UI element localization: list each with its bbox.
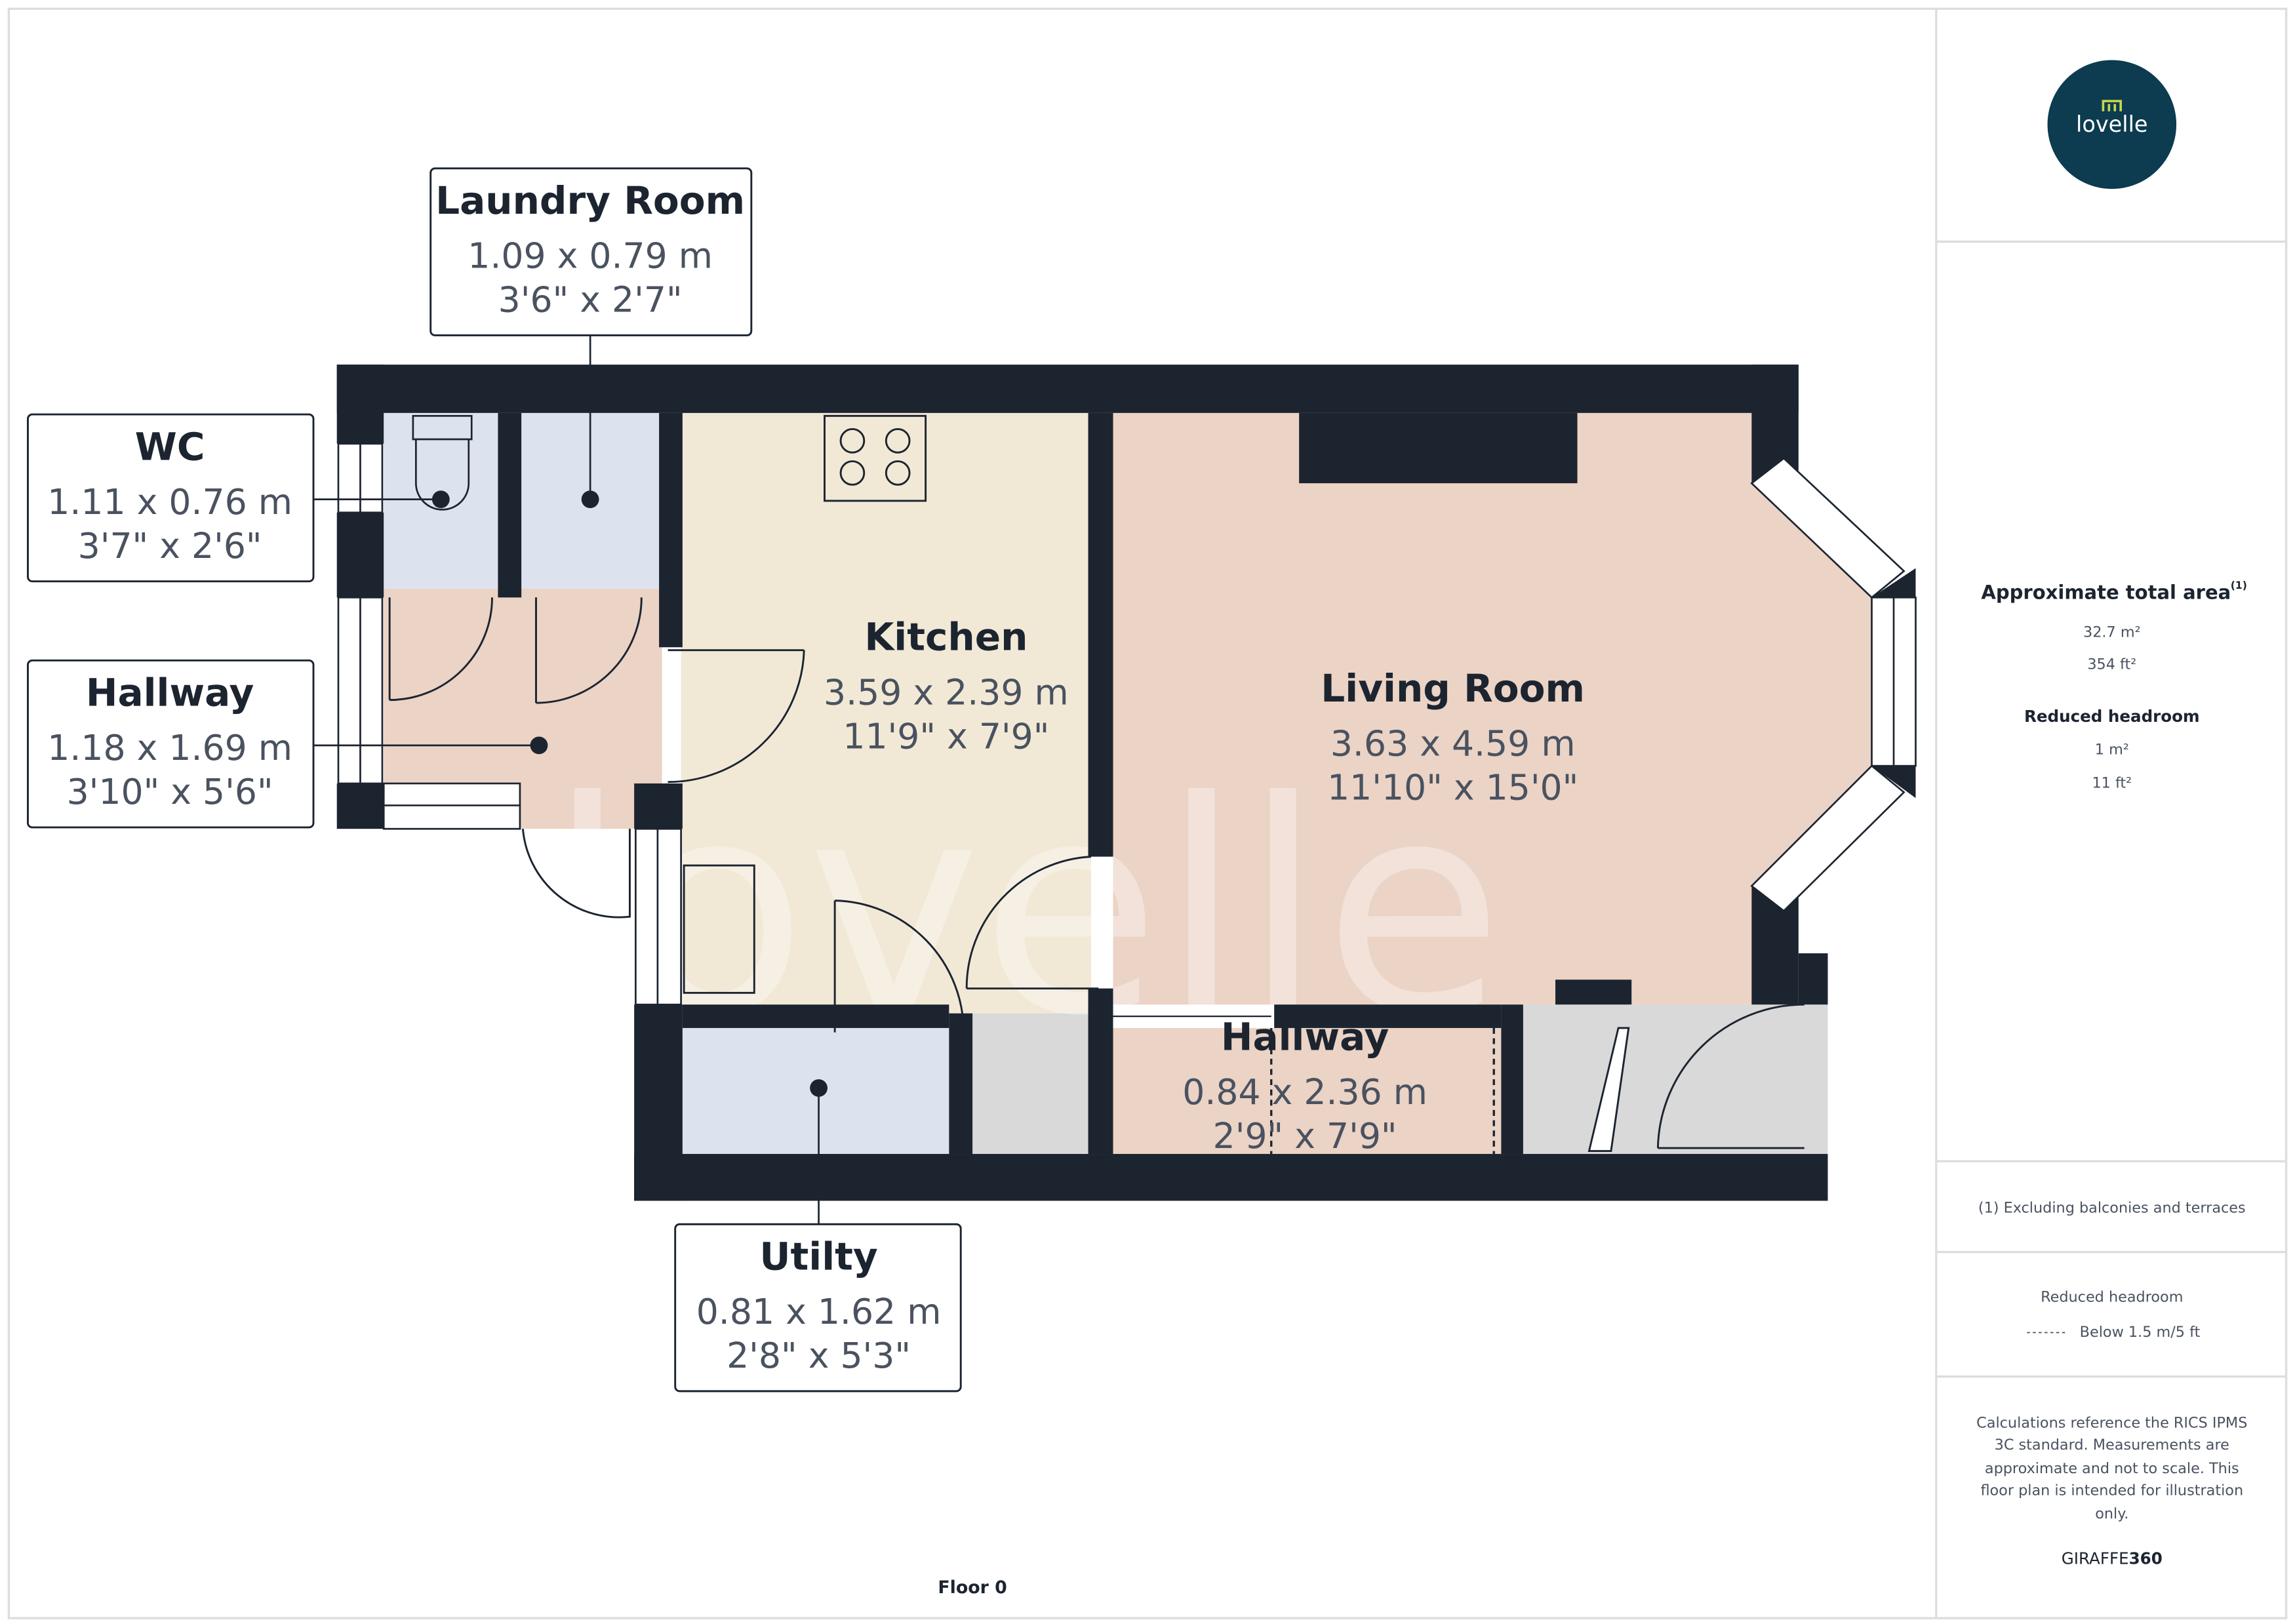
svg-text:Calculations reference the RIC: Calculations reference the RICS IPMS [1976,1415,2247,1432]
svg-text:11 ft²: 11 ft² [2092,775,2132,792]
windows [337,443,1917,1006]
label-living-room: Living Room 3.63 x 4.59 m 11'10" x 15'0" [1321,666,1585,808]
floor-label: Floor 0 [938,1577,1007,1598]
doors [388,597,1805,1153]
svg-text:3.63 x 4.59 m: 3.63 x 4.59 m [1330,723,1576,764]
living-room-area [1113,412,1872,1005]
svg-text:(1): (1) [2231,579,2247,591]
svg-text:32.7 m²: 32.7 m² [2083,624,2141,641]
svg-text:Hallway: Hallway [86,671,254,715]
svg-text:3'6" x 2'7": 3'6" x 2'7" [498,279,683,321]
label-hallway: Hallway 1.18 x 1.69 m 3'10" x 5'6" [27,659,315,829]
svg-text:1.18 x 1.69 m: 1.18 x 1.69 m [47,727,292,768]
kitchen-area [681,412,1092,1014]
svg-text:Kitchen: Kitchen [864,615,1028,660]
label-kitchen: Kitchen 3.59 x 2.39 m 11'9" x 7'9" [824,615,1069,757]
hallway2-area [1113,1027,1502,1155]
room-markers [431,490,828,1097]
hob-icon [824,414,927,502]
entrance-area [1523,1004,1828,1155]
lovelle-logo: lovelle [2047,60,2177,189]
svg-text:1 m²: 1 m² [2095,741,2129,758]
footnote: (1) Excluding balconies and terraces [1978,1199,2246,1216]
legend: Reduced headroom Below 1.5 m/5 ft [2027,1289,2201,1341]
svg-text:11'10" x 15'0": 11'10" x 15'0" [1327,767,1578,808]
svg-text:floor plan is intended for ill: floor plan is intended for illustration [1980,1482,2243,1499]
svg-text:Utilty: Utilty [759,1234,877,1278]
area-summary: Approximate total area (1) 32.7 m² 354 f… [1981,579,2246,792]
svg-text:Approximate total area: Approximate total area [1981,582,2231,604]
label-utility: Utilty 0.81 x 1.62 m 2'8" x 5'3" [674,1223,962,1393]
svg-text:3.59 x 2.39 m: 3.59 x 2.39 m [824,671,1069,713]
store-area [972,1013,1090,1155]
label-hallway-2: Hallway 0.84 x 2.36 m 2'9" x 7'9" [1182,1014,1427,1157]
label-wc: WC 1.11 x 0.76 m 3'7" x 2'6" [27,413,315,583]
svg-text:WC: WC [135,424,205,469]
disclaimer: Calculations reference the RICS IPMS 3C … [1976,1415,2247,1522]
svg-text:11'9" x 7'9": 11'9" x 7'9" [843,715,1049,757]
svg-text:Hallway: Hallway [1221,1014,1389,1059]
svg-text:Living Room: Living Room [1321,666,1585,711]
svg-text:3'7" x 2'6": 3'7" x 2'6" [78,525,262,566]
svg-text:Reduced headroom: Reduced headroom [2024,707,2200,726]
walls [336,365,1916,1201]
svg-text:0.84 x 2.36 m: 0.84 x 2.36 m [1182,1071,1427,1113]
svg-text:Reduced headroom: Reduced headroom [2041,1289,2183,1306]
svg-text:only.: only. [2095,1505,2128,1522]
svg-text:3'10" x 5'6": 3'10" x 5'6" [67,771,273,812]
svg-text:0.81 x 1.62 m: 0.81 x 1.62 m [696,1291,942,1332]
svg-text:approximate and not to scale.: approximate and not to scale. This [1985,1460,2239,1477]
svg-text:2'9" x 7'9": 2'9" x 7'9" [1213,1115,1397,1157]
svg-text:354 ft²: 354 ft² [2087,656,2136,673]
svg-text:3C standard. Measurements are: 3C standard. Measurements are [1995,1436,2229,1454]
svg-text:1.09 x 0.79 m: 1.09 x 0.79 m [468,235,713,277]
svg-text:1.11 x 0.76 m: 1.11 x 0.76 m [47,481,292,523]
label-laundry-room: Laundry Room 1.09 x 0.79 m 3'6" x 2'7" [429,167,753,336]
svg-text:Below 1.5 m/5 ft: Below 1.5 m/5 ft [2080,1324,2201,1341]
giraffe360-credit: GIRAFFE360 [2062,1549,2163,1568]
svg-text:lovelle: lovelle [2076,111,2147,137]
toilet-icon [412,414,473,511]
svg-text:Laundry Room: Laundry Room [435,178,745,223]
leader-lines [313,335,820,1225]
svg-text:2'8" x 5'3": 2'8" x 5'3" [727,1335,911,1376]
